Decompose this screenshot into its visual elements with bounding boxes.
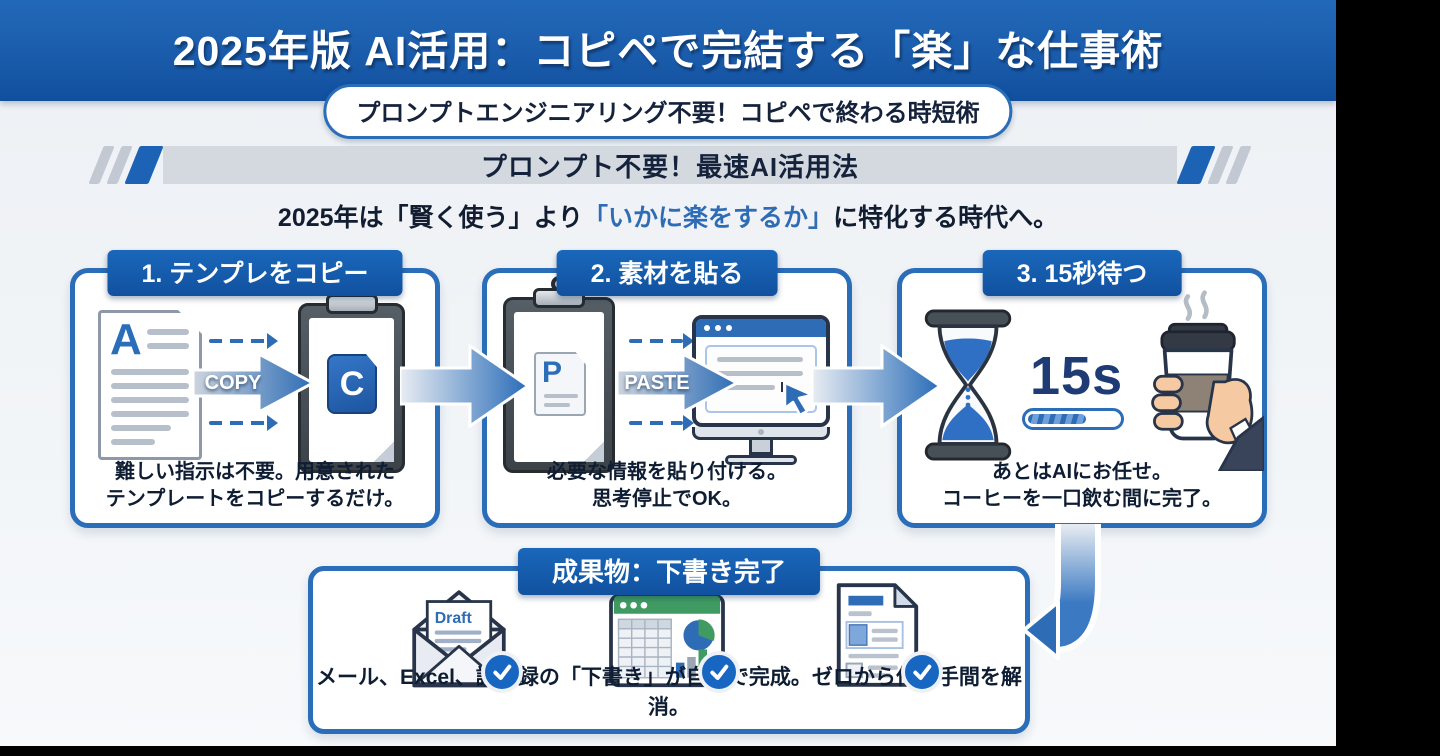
text-line (717, 357, 803, 362)
text-cursor (781, 382, 783, 392)
paste-file-letter: P (542, 356, 563, 389)
step-1-title: 1. テンプレをコピー (107, 250, 403, 296)
copy-file-icon: C (327, 354, 377, 414)
result-card: 成果物：下書き完了 Draft (308, 548, 1030, 734)
step-2-title: 2. 素材を貼る (556, 250, 778, 296)
step-card-2: 2. 素材を貼る P PASTE (482, 250, 852, 528)
paste-file-icon: P (534, 352, 586, 416)
dashed-arrow-icon (209, 415, 278, 431)
result-title: 成果物：下書き完了 (517, 548, 821, 595)
progress-bar (1022, 408, 1124, 430)
check-icon (901, 651, 943, 693)
coffee-hand-icon (1151, 290, 1264, 471)
infographic-content: 2025年版 AI活用：コピペで完結する「楽」な仕事術 プロンプトエンジニアリン… (0, 0, 1336, 746)
caption-line: テンプレートをコピーするだけ。 (105, 488, 405, 510)
doc-line (111, 425, 171, 431)
minutes-document-icon (836, 583, 919, 687)
step-card-1: 1. テンプレをコピー A (70, 250, 440, 528)
flow-arrow-shape (615, 351, 741, 415)
flow-arrow-shape (191, 351, 317, 415)
text-line (717, 385, 775, 390)
lead-highlight: 「いかに楽をするか」 (583, 204, 834, 232)
monitor-base (725, 455, 797, 465)
step-card-3: 3. 15秒待つ 15s (897, 250, 1267, 528)
paper-fold (374, 442, 394, 462)
check-icon (481, 651, 523, 693)
lead-prefix: 2025年は「賢く使う」より (277, 204, 584, 232)
timer-text: 15s (1030, 346, 1124, 406)
dashed-arrow-icon (209, 333, 278, 349)
document-letter: A (110, 315, 142, 364)
step-1-caption: 難しい指示は不要。用意された テンプレートをコピーするだけ。 (75, 459, 435, 513)
browser-titlebar (696, 319, 826, 337)
hourglass-icon (924, 309, 1012, 461)
result-connector-arrow (1022, 524, 1101, 660)
window-dot (715, 325, 721, 331)
caption-line: コーヒーを一口飲む間に完了。 (942, 488, 1222, 510)
doc-line (147, 343, 189, 349)
dashed-arrow-icon (629, 415, 694, 431)
subtitle-pill: プロンプトエンジニアリング不要！コピペで終わる時短術 (323, 84, 1013, 139)
caption-line: あとはAIにお任せ。 (992, 461, 1172, 483)
caption-line: 必要な情報を貼り付ける。 (547, 461, 787, 483)
text-line (717, 371, 803, 376)
paste-label: PASTE (624, 371, 690, 394)
monitor-bezel (692, 427, 830, 440)
window-dot (726, 325, 732, 331)
step-3-caption: あとはAIにお任せ。 コーヒーを一口飲む間に完了。 (902, 459, 1262, 513)
draft-label: Draft (435, 610, 473, 627)
doc-line (147, 329, 189, 335)
check-icon (698, 651, 740, 693)
step-2-caption: 必要な情報を貼り付ける。 思考停止でOK。 (487, 459, 847, 513)
doc-line (111, 369, 189, 375)
clipboard-clip (325, 294, 378, 314)
paper-fold (584, 442, 604, 462)
cursor-arrow-icon (783, 381, 814, 417)
caption-line: 難しい指示は不要。用意された (115, 461, 395, 483)
doc-line (544, 403, 570, 407)
lead-suffix: に特化する時代へ。 (833, 204, 1059, 232)
lead-sentence: 2025年は「賢く使う」より「いかに楽をするか」に特化する時代へ。 (0, 198, 1336, 234)
section-title: プロンプト不要！最速AI活用法 (480, 151, 860, 182)
doc-line (111, 383, 189, 389)
step-3-title: 3. 15秒待つ (982, 250, 1182, 296)
step-connector-arrow (812, 344, 942, 428)
doc-line (544, 394, 578, 398)
copy-label: COPY (204, 371, 262, 394)
section-banner-band: プロンプト不要！最速AI活用法 (163, 146, 1177, 184)
doc-line (111, 411, 189, 417)
step-connector-arrow (400, 344, 530, 428)
copy-arrow: COPY (191, 351, 317, 415)
spreadsheet-icon (609, 593, 725, 688)
doc-line (111, 397, 189, 403)
paste-arrow: PASTE (615, 351, 741, 415)
page-title: 2025年版 AI活用：コピペで完結する「楽」な仕事術 (172, 28, 1164, 74)
monitor-stand (749, 440, 773, 455)
window-dot (704, 325, 710, 331)
caption-line: 思考停止でOK。 (592, 488, 742, 510)
section-banner: プロンプト不要！最速AI活用法 (88, 146, 1252, 184)
doc-line (111, 439, 155, 445)
dashed-arrow-icon (629, 333, 694, 349)
progress-fill (1028, 414, 1086, 424)
template-document-icon: A (98, 310, 202, 460)
